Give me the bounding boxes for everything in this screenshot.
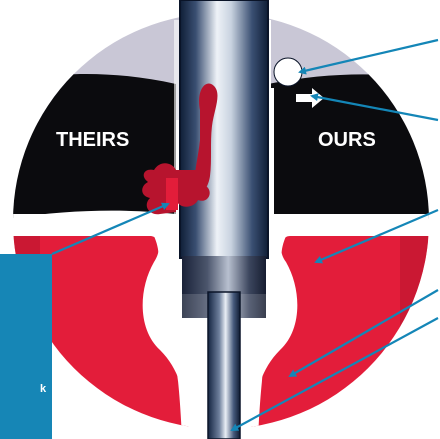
red-leak-blob-icon [142, 83, 218, 215]
white-arrow-icon [296, 88, 324, 108]
callout-arrow-gap [298, 38, 439, 75]
callout-arrow-channel [314, 208, 439, 264]
theirs-label: THEIRS [56, 129, 129, 151]
ours-seal-outline [268, 88, 429, 225]
side-box-fragment: k [40, 383, 47, 395]
rod-collar [182, 256, 266, 294]
callout-arrow-ours-seal [310, 93, 439, 122]
thin-rod [208, 292, 240, 439]
callout-arrow-thin-rod [230, 317, 439, 431]
callout-arrow-theirs [51, 202, 170, 256]
main-rod [180, 0, 268, 258]
callout-arrows [51, 38, 439, 431]
thin-rod-outline [207, 291, 241, 439]
ours-label: OURS [318, 129, 376, 151]
side-info-box [0, 254, 52, 439]
white-gap-notch-icon [273, 57, 303, 87]
callout-arrow-body [288, 289, 439, 378]
theirs-clearance [174, 20, 179, 220]
